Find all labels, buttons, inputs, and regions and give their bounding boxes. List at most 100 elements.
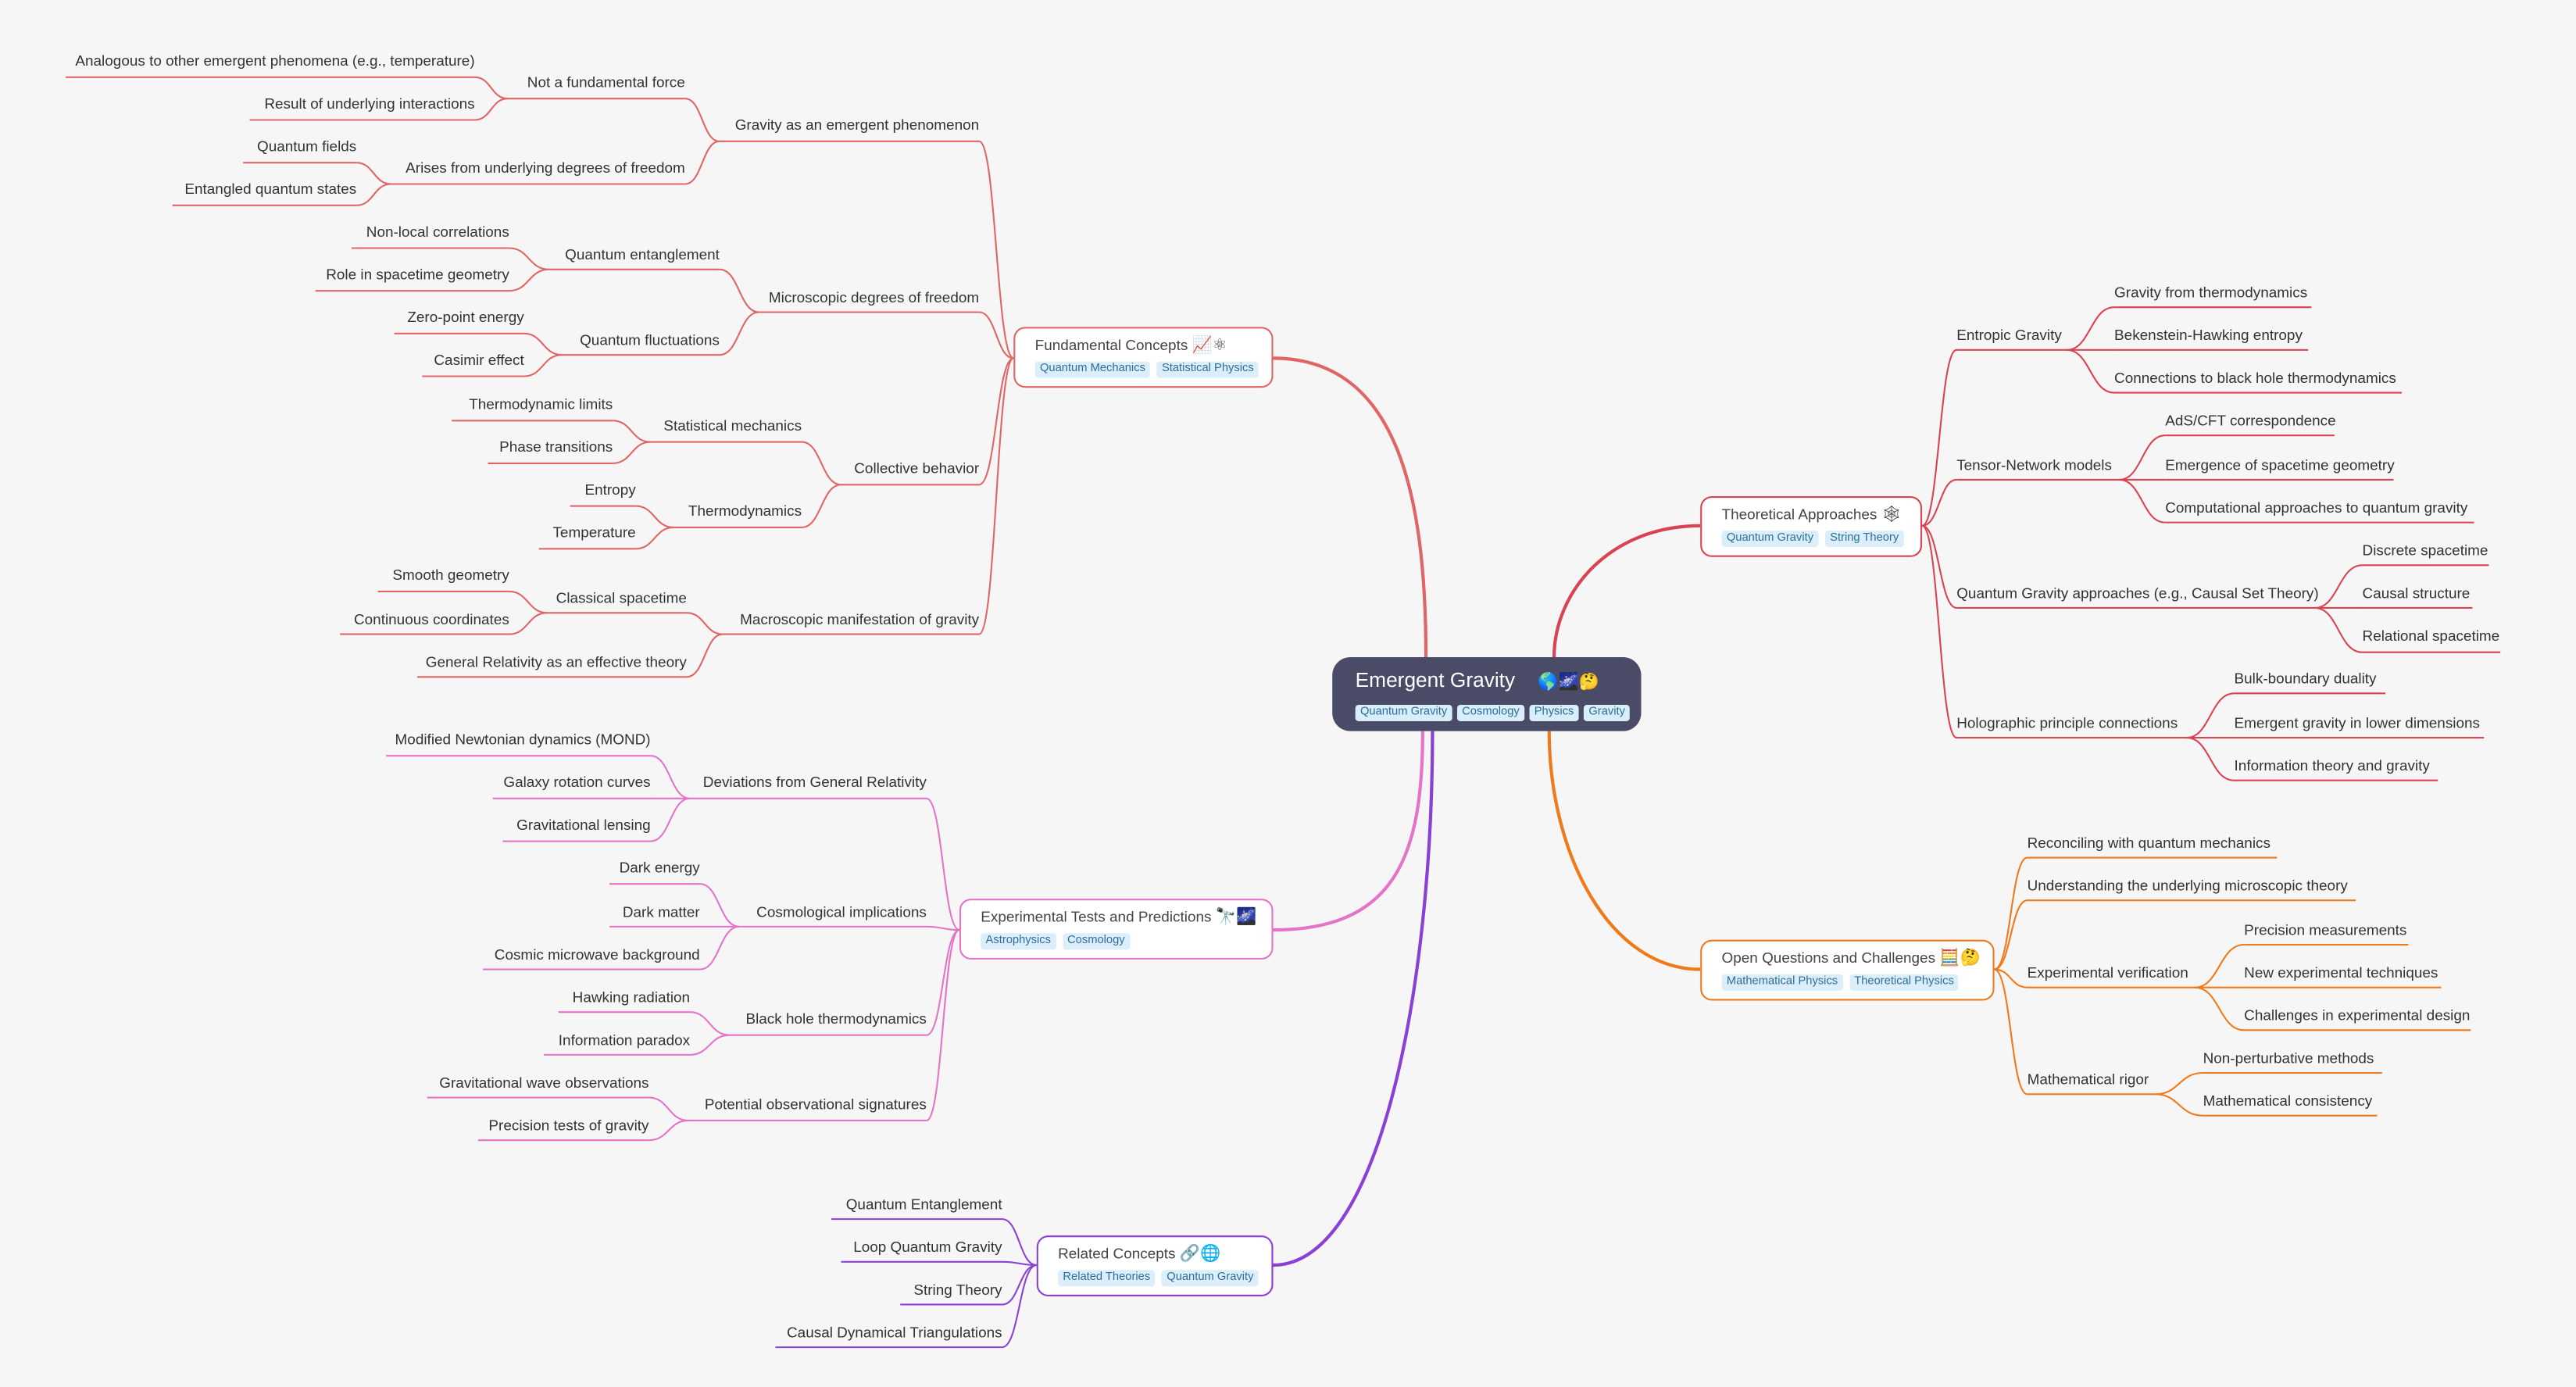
fundamental-subtopic[interactable]: Not a fundamental force: [527, 73, 685, 91]
link-open: [1994, 968, 2028, 988]
theoretical-leaf[interactable]: Causal structure: [2362, 584, 2471, 602]
theoretical-leaf[interactable]: Emergence of spacetime geometry: [2165, 456, 2395, 474]
branch-tags: Related Theories Quantum Gravity: [1058, 1270, 1271, 1287]
experimental-leaf[interactable]: Precision tests of gravity: [488, 1117, 649, 1134]
experimental-topic[interactable]: Deviations from General Relativity: [702, 774, 927, 791]
experimental-leaf[interactable]: Dark energy: [619, 859, 700, 876]
theoretical-leaf[interactable]: Emergent gravity in lower dimensions: [2234, 714, 2481, 731]
experimental-leaf[interactable]: Information paradox: [558, 1031, 691, 1049]
link-open: [1994, 899, 2028, 971]
fundamental-leaf[interactable]: Phase transitions: [499, 438, 613, 456]
root-node[interactable]: Emergent Gravity 🌎🌌🤔 Quantum Gravity Cos…: [1332, 657, 1642, 731]
theoretical-leaf[interactable]: Relational spacetime: [2362, 627, 2500, 645]
fundamental-subtopic[interactable]: Arises from underlying degrees of freedo…: [406, 159, 685, 176]
fundamental-topic[interactable]: General Relativity as an effective theor…: [425, 653, 687, 670]
open-topic[interactable]: Reconciling with quantum mechanics: [2027, 835, 2271, 852]
theoretical-leaf[interactable]: Gravity from thermodynamics: [2114, 284, 2308, 301]
theoretical-topic[interactable]: Quantum Gravity approaches (e.g., Causal…: [1956, 584, 2319, 602]
fundamental-subtopic[interactable]: Statistical mechanics: [663, 417, 802, 434]
theoretical-leaf[interactable]: Information theory and gravity: [2234, 757, 2430, 774]
link-related: [1002, 1264, 1037, 1306]
link-theoretical: [1921, 349, 1957, 527]
link-root-experimental: [1273, 731, 1424, 932]
related-item[interactable]: Quantum Entanglement: [845, 1196, 1002, 1213]
experimental-topic[interactable]: Potential observational signatures: [704, 1096, 927, 1113]
fundamental-leaf[interactable]: Result of underlying interactions: [264, 95, 475, 112]
experimental-leaf[interactable]: Hawking radiation: [572, 988, 691, 1006]
fundamental-subtopic[interactable]: Classical spacetime: [556, 589, 687, 606]
fundamental-leaf[interactable]: Quantum fields: [256, 138, 357, 155]
open-leaf[interactable]: Non-perturbative methods: [2203, 1049, 2374, 1067]
experimental-topic[interactable]: Black hole thermodynamics: [745, 1010, 927, 1028]
branch-tags: Quantum Mechanics Statistical Physics: [1034, 361, 1272, 378]
fundamental-leaf[interactable]: Thermodynamic limits: [469, 395, 613, 413]
branch-open-questions[interactable]: Open Questions and Challenges 🧮🤔 Mathema…: [1700, 939, 1995, 1001]
link-fundamental: [978, 140, 1014, 359]
open-leaf[interactable]: Mathematical consistency: [2203, 1092, 2373, 1110]
theoretical-leaf[interactable]: Computational approaches to quantum grav…: [2165, 499, 2468, 517]
open-leaf[interactable]: Precision measurements: [2244, 921, 2407, 938]
link-related: [1002, 1264, 1038, 1349]
fundamental-leaf[interactable]: Role in spacetime geometry: [326, 266, 509, 283]
experimental-topic[interactable]: Cosmological implications: [756, 903, 927, 920]
fundamental-leaf[interactable]: Smooth geometry: [392, 567, 509, 584]
theoretical-topic[interactable]: Holographic principle connections: [1956, 714, 2178, 731]
fundamental-leaf[interactable]: Continuous coordinates: [353, 611, 509, 628]
link: [2314, 606, 2363, 653]
branch-experimental-tests[interactable]: Experimental Tests and Predictions 🔭🌌 As…: [959, 899, 1274, 960]
fundamental-subtopic[interactable]: Quantum entanglement: [565, 246, 720, 263]
theoretical-leaf[interactable]: AdS/CFT correspondence: [2165, 412, 2336, 429]
open-topic[interactable]: Understanding the underlying microscopic…: [2027, 877, 2348, 894]
fundamental-subtopic[interactable]: Thermodynamics: [688, 502, 802, 520]
theoretical-leaf[interactable]: Bekenstein-Hawking entropy: [2114, 327, 2303, 344]
branch-fundamental-concepts[interactable]: Fundamental Concepts 📈⚛ Quantum Mechanic…: [1013, 327, 1274, 388]
related-item[interactable]: String Theory: [913, 1282, 1002, 1299]
link: [635, 505, 674, 528]
theoretical-topic[interactable]: Entropic Gravity: [1956, 327, 2062, 344]
fundamental-leaf[interactable]: Non-local correlations: [366, 223, 509, 240]
experimental-leaf[interactable]: Dark matter: [622, 903, 700, 920]
fundamental-topic[interactable]: Gravity as an emergent phenomenon: [734, 116, 980, 134]
fundamental-leaf[interactable]: Entangled quantum states: [184, 181, 357, 198]
tag: String Theory: [1824, 531, 1904, 548]
fundamental-leaf[interactable]: Entropy: [584, 481, 636, 499]
fundamental-leaf[interactable]: Temperature: [552, 524, 636, 541]
experimental-leaf[interactable]: Gravitational lensing: [516, 816, 651, 834]
branch-related-concepts[interactable]: Related Concepts 🔗🌐 Related Theories Qua…: [1036, 1235, 1274, 1296]
link-related: [1002, 1218, 1037, 1267]
link: [684, 98, 720, 142]
open-leaf[interactable]: New experimental techniques: [2244, 964, 2438, 981]
related-item[interactable]: Causal Dynamical Triangulations: [787, 1324, 1002, 1341]
experimental-leaf[interactable]: Galaxy rotation curves: [503, 774, 651, 791]
branch-theoretical-approaches[interactable]: Theoretical Approaches 🕸 Quantum Gravity…: [1700, 495, 1923, 557]
link: [2066, 306, 2115, 351]
fundamental-topic[interactable]: Collective behavior: [854, 459, 980, 477]
link-open: [1994, 968, 2028, 1096]
fundamental-subtopic[interactable]: Quantum fluctuations: [580, 331, 720, 349]
link-experimental: [926, 797, 960, 931]
experimental-leaf[interactable]: Modified Newtonian dynamics (MOND): [395, 731, 651, 748]
fundamental-topic[interactable]: Microscopic degrees of freedom: [768, 289, 980, 306]
theoretical-leaf[interactable]: Bulk-boundary duality: [2234, 670, 2377, 687]
fundamental-leaf[interactable]: Casimir effect: [434, 351, 524, 368]
experimental-leaf[interactable]: Cosmic microwave background: [494, 946, 700, 963]
link: [474, 98, 508, 121]
branch-emoji: 🔗🌐: [1179, 1245, 1221, 1264]
open-topic[interactable]: Experimental verification: [2027, 964, 2188, 981]
link: [699, 925, 740, 971]
branch-emoji: 🧮🤔: [1939, 949, 1981, 968]
theoretical-topic[interactable]: Tensor-Network models: [1956, 456, 2112, 474]
related-item[interactable]: Loop Quantum Gravity: [853, 1239, 1002, 1256]
link: [690, 1011, 730, 1036]
fundamental-leaf[interactable]: Zero-point energy: [407, 309, 524, 326]
experimental-leaf[interactable]: Gravitational wave observations: [439, 1074, 649, 1092]
open-leaf[interactable]: Challenges in experimental design: [2244, 1006, 2471, 1024]
link: [2194, 986, 2245, 1031]
open-topic[interactable]: Mathematical rigor: [2027, 1071, 2149, 1088]
theoretical-leaf[interactable]: Connections to black hole thermodynamics: [2114, 370, 2396, 387]
theoretical-leaf[interactable]: Discrete spacetime: [2362, 542, 2488, 559]
fundamental-leaf[interactable]: Analogous to other emergent phenomena (e…: [75, 52, 475, 70]
link-open: [1994, 856, 2028, 971]
fundamental-topic[interactable]: Macroscopic manifestation of gravity: [740, 611, 980, 628]
branch-tags: Quantum Gravity String Theory: [1721, 531, 1920, 548]
